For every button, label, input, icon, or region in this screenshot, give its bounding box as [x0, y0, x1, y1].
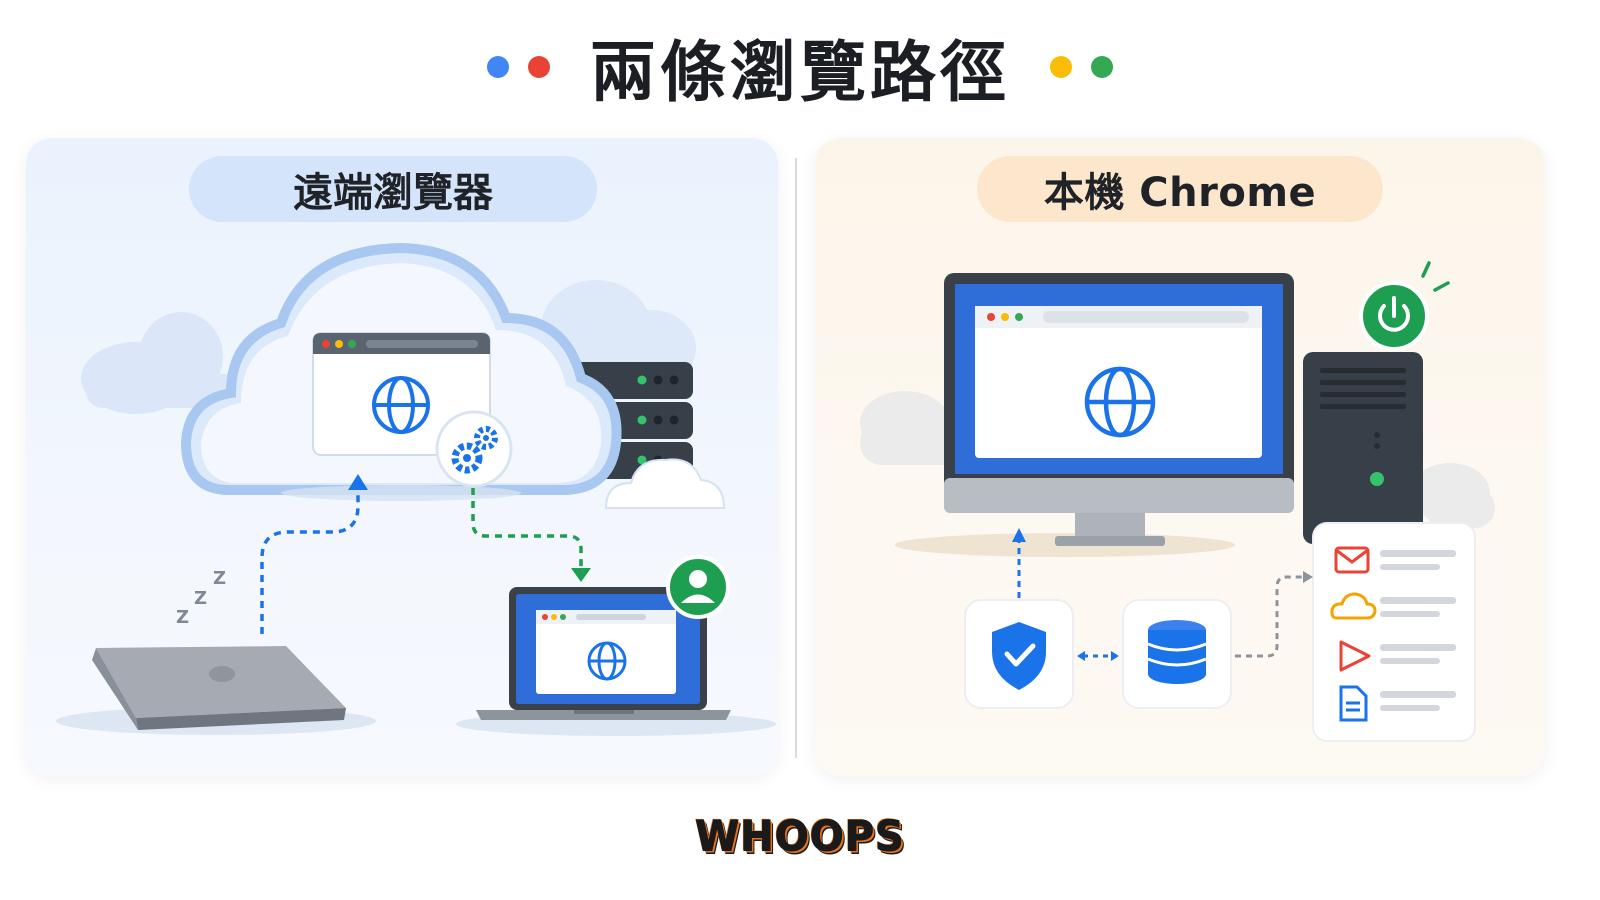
footer-logo: WHOOPS	[0, 812, 1600, 862]
local-chrome-label: 本機 Chrome	[977, 156, 1383, 222]
panel-divider	[795, 158, 797, 758]
globe-icon	[587, 641, 627, 681]
svg-text:Z: Z	[194, 588, 207, 609]
gears-icon	[435, 410, 513, 488]
remote-browser-label: 遠端瀏覽器	[189, 156, 597, 222]
database-icon	[1147, 620, 1207, 684]
green-dot	[1091, 56, 1113, 78]
cloud-drive-icon	[1330, 592, 1377, 620]
left-decor-dots	[487, 56, 550, 78]
shield-check-icon	[992, 622, 1046, 690]
desktop-monitor-icon	[895, 273, 1294, 557]
whoops-logo: WHOOPS	[695, 812, 905, 862]
gray-dashed-arrow	[1235, 571, 1313, 658]
blue-dashed-connector	[1077, 651, 1119, 661]
blue-dashed-arrow	[1012, 528, 1026, 598]
green-dashed-arrow	[471, 488, 591, 582]
yellow-dot	[1050, 56, 1072, 78]
document-icon	[1339, 685, 1368, 722]
sleeping-laptop-icon	[56, 646, 376, 735]
power-icon	[1359, 261, 1450, 351]
background-cloud-icon	[81, 312, 246, 414]
local-chrome-panel: 本機 Chrome	[815, 138, 1545, 776]
blue-dot	[487, 56, 509, 78]
globe-icon	[372, 376, 430, 434]
sleep-zzz-icon: Z Z Z	[176, 568, 226, 628]
user-avatar-icon	[666, 555, 730, 619]
small-cloud-icon	[604, 458, 726, 509]
globe-icon	[1084, 366, 1156, 438]
open-laptop-icon	[456, 587, 776, 736]
local-chrome-illustration	[860, 261, 1495, 742]
remote-browser-illustration: Z Z Z	[56, 242, 776, 736]
page-title: 兩條瀏覽路徑	[590, 34, 1010, 111]
blue-dashed-arrow	[260, 474, 368, 634]
right-decor-dots	[1050, 56, 1113, 78]
remote-browser-panel: 遠端瀏覽器	[26, 138, 778, 776]
mail-icon	[1334, 546, 1370, 574]
red-dot	[528, 56, 550, 78]
svg-text:Z: Z	[176, 607, 189, 628]
header: 兩條瀏覽路徑	[0, 22, 1600, 112]
play-icon	[1339, 640, 1371, 672]
background-cloud-icon	[1410, 463, 1495, 528]
svg-text:Z: Z	[213, 568, 226, 589]
desktop-tower-icon	[1303, 352, 1423, 544]
